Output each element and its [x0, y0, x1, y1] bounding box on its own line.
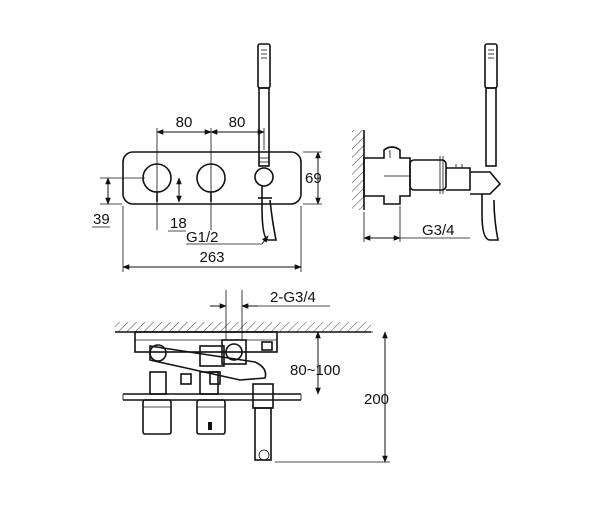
front-dim-height: 69: [305, 170, 322, 187]
top-handle-center: [196, 399, 226, 435]
front-dim-offset-low: 39: [93, 211, 110, 228]
front-dim-spacing-left: 80: [176, 114, 193, 131]
side-hand-shower-head: [484, 43, 498, 89]
front-plate: [122, 151, 302, 205]
side-dim-outlet-thread: G3/4: [422, 222, 455, 239]
top-dim-inlets: 2-G3/4: [270, 289, 316, 306]
side-wall: [352, 130, 364, 210]
top-inlet-right: [221, 339, 247, 365]
front-hand-shower-handle: [258, 87, 270, 167]
front-hose: [261, 186, 277, 241]
front-dim-offset-small: 18: [170, 215, 187, 232]
side-valve-body: [363, 146, 411, 205]
top-inlet-left: [199, 345, 225, 367]
top-dim-total-depth: 200: [364, 391, 389, 408]
front-view: 80 80 69 39 18 G1/2 263: [92, 43, 322, 272]
front-dim-width: 263: [199, 249, 224, 266]
side-hose: [481, 194, 499, 241]
top-hose-outlet: [252, 383, 274, 409]
top-valve-body: [134, 331, 278, 353]
top-handle-left: [142, 399, 172, 435]
side-hand-shower-handle: [485, 87, 497, 167]
side-handle: [409, 159, 447, 191]
top-view: 2-G3/4 80~100 200: [115, 289, 390, 463]
front-dim-spacing-right: 80: [229, 114, 246, 131]
top-wall: [115, 322, 371, 332]
front-hose-outlet: [254, 167, 274, 187]
top-dim-depth-range: 80~100: [290, 362, 340, 379]
side-view: G3/4: [352, 43, 502, 242]
front-dim-inlet-thread: G1/2: [186, 229, 219, 246]
top-connector-pipe: [149, 345, 267, 381]
front-hand-shower-head: [257, 43, 271, 89]
